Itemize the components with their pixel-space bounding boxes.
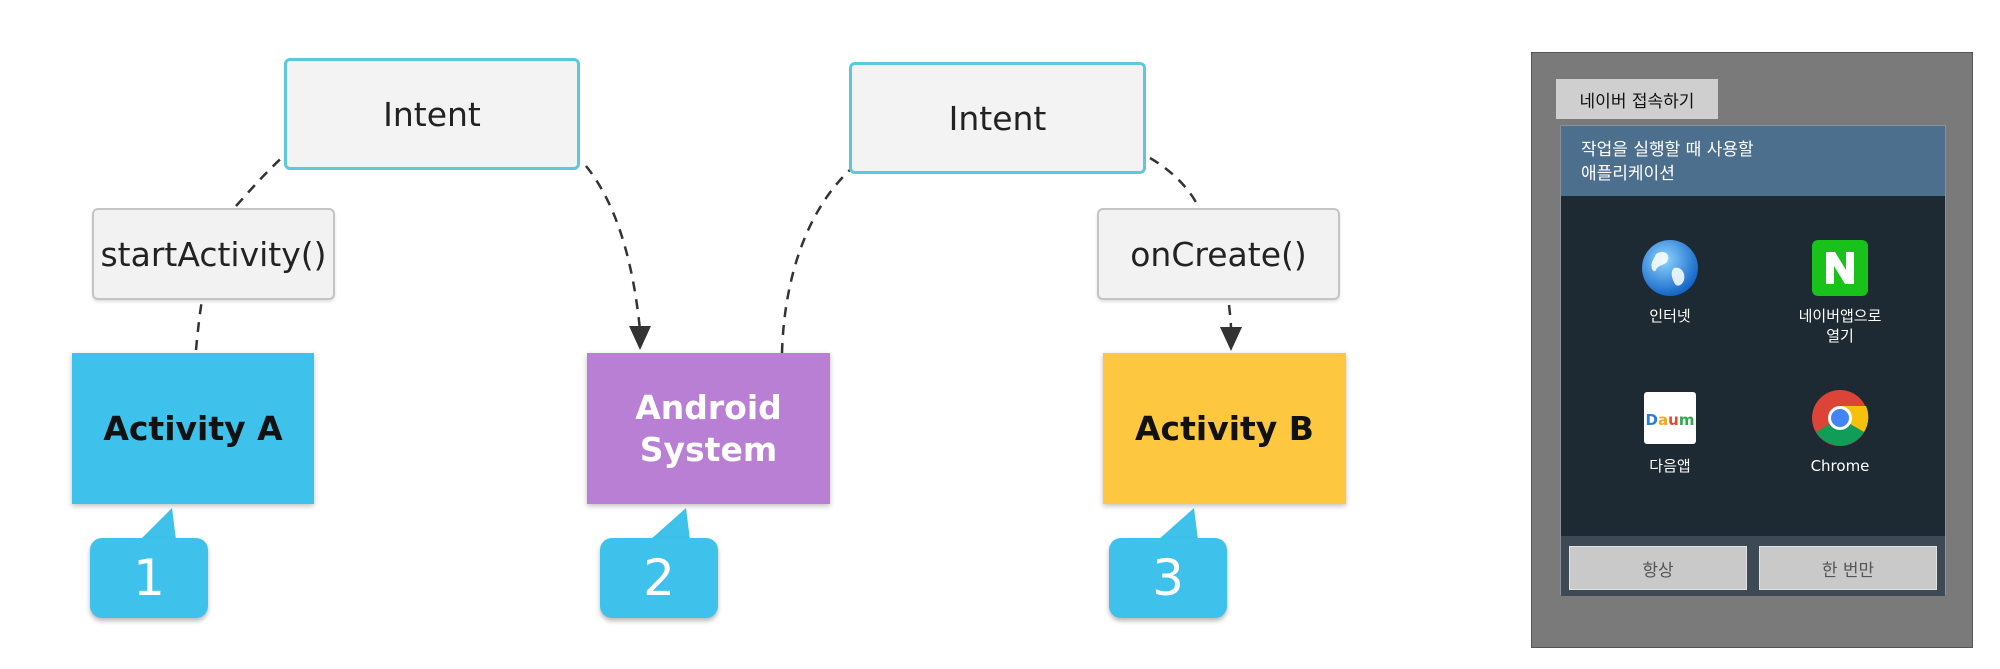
always-button[interactable]: 항상 xyxy=(1569,546,1747,590)
browser-tab[interactable]: 네이버 접속하기 xyxy=(1556,79,1718,119)
arrow-on-create-to-activity-b xyxy=(1227,304,1233,331)
connector-activity-a-to-start-activity xyxy=(194,299,204,351)
app-option-naver[interactable]: 네이버앱으로 열기 xyxy=(1765,238,1915,346)
arrowhead-activity-b xyxy=(1220,327,1242,351)
arrowhead-android-system xyxy=(629,326,651,350)
app-chooser-dialog: 작업을 실행할 때 사용할 애플리케이션 인터넷 xyxy=(1560,125,1946,596)
callout-tail-2 xyxy=(650,508,690,540)
dialog-title-line2: 애플리케이션 xyxy=(1581,164,1675,184)
callout-tail-1 xyxy=(140,508,176,540)
android-system-line1: Android xyxy=(635,387,782,427)
globe-icon xyxy=(1640,238,1700,298)
app-option-chrome[interactable]: Chrome xyxy=(1765,388,1915,476)
app-label-chrome: Chrome xyxy=(1810,457,1870,475)
intent-box-left: Intent xyxy=(284,58,580,170)
daum-icon: Daum xyxy=(1640,388,1700,448)
step-2-callout: 2 xyxy=(600,538,718,618)
naver-icon xyxy=(1810,238,1870,298)
app-label-naver-line2: 열기 xyxy=(1826,327,1854,345)
dialog-title: 작업을 실행할 때 사용할 애플리케이션 xyxy=(1561,126,1945,196)
connector-start-activity-to-intent xyxy=(235,153,287,207)
android-system-line2: System xyxy=(639,429,778,469)
chrome-icon xyxy=(1810,388,1870,448)
connector-android-system-to-intent xyxy=(780,167,853,354)
intent-flow-diagram: Intent Intent startActivity() onCreate()… xyxy=(72,58,1346,618)
callout-tail-3 xyxy=(1158,508,1198,540)
arrow-intent-to-android-system xyxy=(585,165,642,331)
app-label-daum: 다음앱 xyxy=(1649,457,1691,475)
just-once-button[interactable]: 한 번만 xyxy=(1759,546,1937,590)
intent-box-right: Intent xyxy=(849,62,1146,174)
step-1-callout: 1 xyxy=(90,538,208,618)
svg-text:Daum: Daum xyxy=(1646,411,1695,429)
app-label-internet: 인터넷 xyxy=(1649,307,1691,325)
dialog-title-line1: 작업을 실행할 때 사용할 xyxy=(1581,140,1754,160)
connector-lines xyxy=(140,153,1242,540)
activity-b-block: Activity B xyxy=(1103,353,1346,504)
app-option-daum[interactable]: Daum 다음앱 xyxy=(1595,388,1745,476)
phone-screenshot: 네이버 접속하기 작업을 실행할 때 사용할 애플리케이션 xyxy=(1531,52,1973,648)
on-create-box: onCreate() xyxy=(1097,208,1340,300)
step-3-callout: 3 xyxy=(1109,538,1227,618)
connector-intent-to-on-create xyxy=(1149,156,1200,207)
app-label-naver-line1: 네이버앱으로 xyxy=(1798,307,1882,325)
start-activity-box: startActivity() xyxy=(92,208,335,300)
android-system-block: Android System xyxy=(587,353,830,504)
activity-a-block: Activity A xyxy=(72,353,314,504)
app-option-internet[interactable]: 인터넷 xyxy=(1595,238,1745,326)
